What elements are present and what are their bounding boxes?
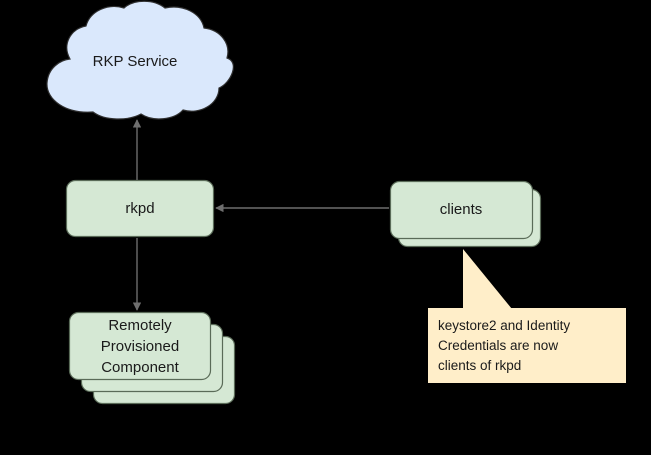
- node-clients-label: clients: [440, 201, 483, 218]
- callout-pointer: [463, 249, 512, 309]
- callout-line-2: Credentials are now: [438, 338, 558, 353]
- cloud-shape: [46, 0, 234, 120]
- node-rpc-label-line-3: Component: [101, 359, 179, 376]
- node-rpc-label-line-2: Provisioned: [101, 338, 179, 355]
- rpc-shape: [68, 311, 212, 381]
- node-rkpd-label: rkpd: [125, 200, 154, 217]
- clients-shape: [389, 180, 534, 240]
- node-rkp-service-label: RKP Service: [93, 53, 178, 70]
- node-rkpd[interactable]: rkpd: [65, 179, 215, 238]
- node-rkp-service[interactable]: RKP Service: [46, 0, 234, 120]
- callout-box: [428, 308, 626, 383]
- node-remotely-provisioned-component[interactable]: Remotely Provisioned Component: [68, 311, 236, 405]
- rkpd-shape: [65, 179, 215, 238]
- callout-line-3: clients of rkpd: [438, 358, 521, 373]
- callout-line-1: keystore2 and Identity: [438, 318, 570, 333]
- clients-callout[interactable]: keystore2 and Identity Credentials are n…: [428, 249, 626, 383]
- node-rpc-label-line-1: Remotely: [108, 317, 172, 334]
- node-clients[interactable]: clients: [389, 180, 542, 248]
